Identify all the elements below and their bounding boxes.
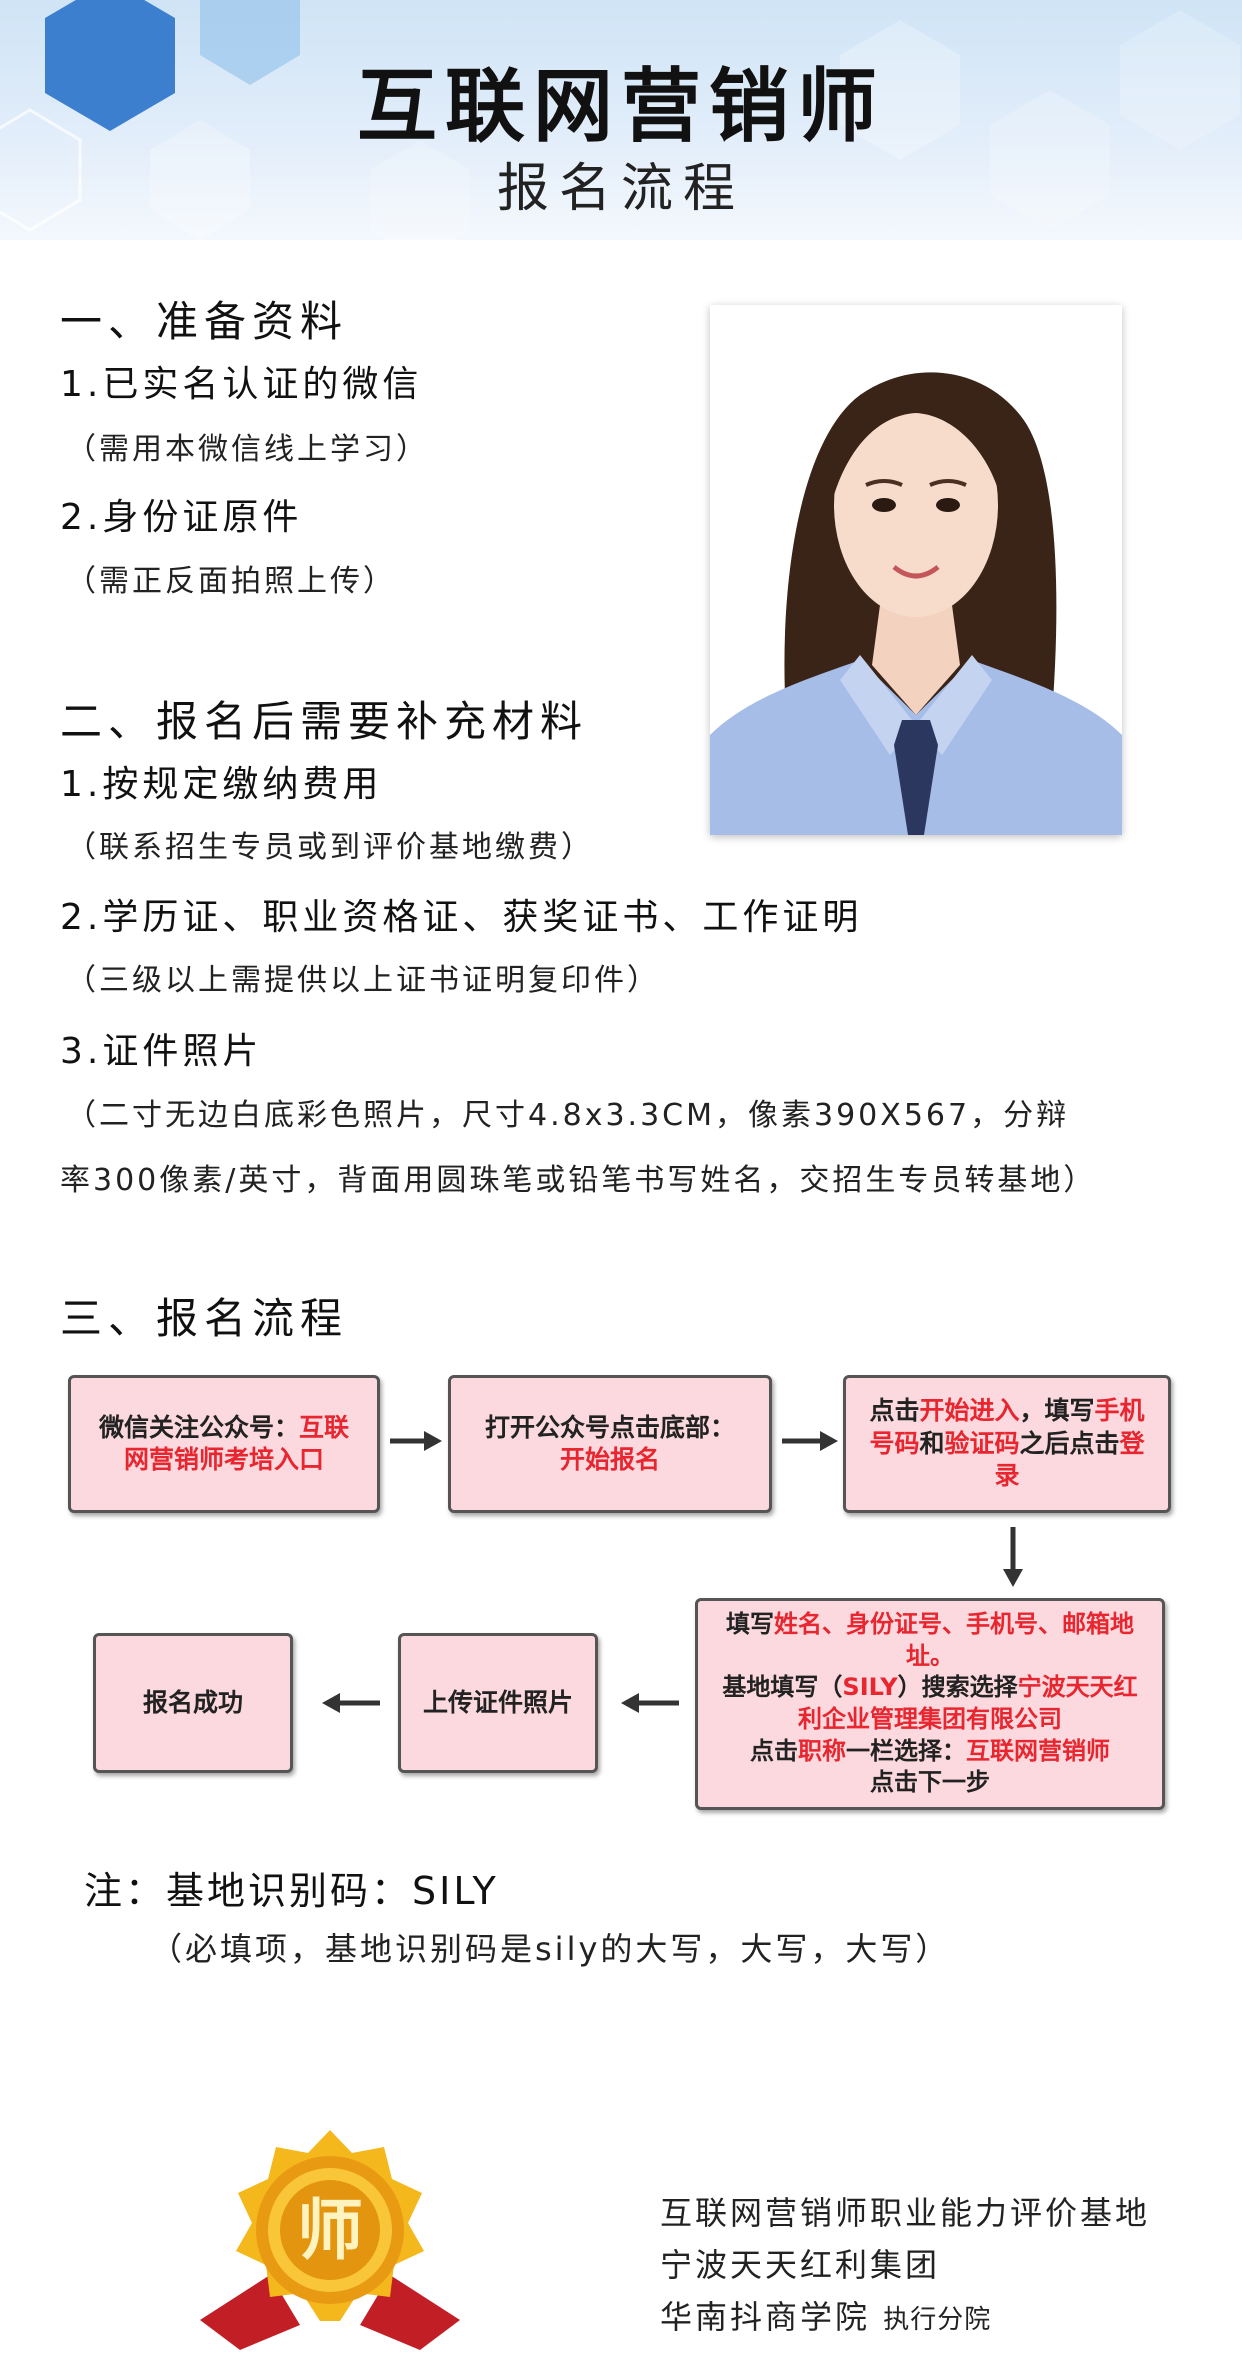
flow-step-4-l2d: 宁波天天红利企业管理集团有限公司	[798, 1673, 1138, 1733]
flow-step-3-t5: 和	[919, 1428, 945, 1458]
footer-line-3: 华南抖商学院 执行分院	[660, 2292, 991, 2338]
flow-step-2-text: 打开公众号点击底部：	[484, 1412, 735, 1442]
section3-heading: 三、报名流程	[60, 1294, 349, 1343]
flow-step-4-l3b: 职称	[798, 1736, 846, 1765]
flow-step-3-t2: 开始进入	[919, 1396, 1020, 1426]
section2-item2-note: （三级以上需提供以上证书证明复印件）	[66, 963, 660, 998]
section1-heading: 一、准备资料	[60, 297, 349, 346]
flow-step-3-t4: 手机号码	[869, 1396, 1145, 1458]
flow-step-4-l3d: 互联网营销师	[966, 1736, 1110, 1765]
flow-step-3-t6: 验证码	[944, 1428, 1020, 1458]
section2-item1: 1.按规定缴纳费用	[60, 764, 383, 805]
page-subtitle: 报名流程	[496, 159, 745, 219]
flow-step-4-l4: 点击下一步	[870, 1768, 990, 1797]
flow-step-4-l1a: 填写	[726, 1609, 774, 1638]
flow-step-2: 打开公众号点击底部： 开始报名	[448, 1375, 772, 1513]
flow-step-4-l2c: ）搜索选择	[897, 1673, 1018, 1702]
badge-char: 师	[297, 2192, 363, 2269]
flow-step-3-t8: 登录	[994, 1428, 1145, 1491]
header-banner: 互联网营销师 报名流程	[0, 0, 1242, 240]
flow-step-4: 填写姓名、身份证号、手机号、邮箱地址。 基地填写（SILY）搜索选择宁波天天红利…	[695, 1598, 1165, 1810]
section1-item1-note: （需用本微信线上学习）	[66, 432, 429, 467]
arrow-right-icon	[782, 1431, 838, 1451]
arrow-down-icon	[1003, 1527, 1023, 1587]
flow-step-6-text: 报名成功	[142, 1687, 243, 1717]
gold-medal-icon: 师	[200, 2130, 460, 2350]
section2-item3-note-line2: 率300像素/英寸，背面用圆珠笔或铅笔书写姓名，交招生专员转基地）	[60, 1163, 1097, 1198]
base-code-note: 注：基地识别码：SILY	[84, 1869, 499, 1913]
flow-step-1-highlight: 互联网营销师考培入口	[123, 1412, 350, 1475]
section1-item2: 2.身份证原件	[60, 497, 303, 538]
arrow-left-icon	[322, 1693, 380, 1713]
flow-step-6: 报名成功	[93, 1633, 293, 1773]
flow-step-4-l3c: 一栏选择：	[846, 1736, 966, 1765]
section2-item1-note: （联系招生专员或到评价基地缴费）	[66, 830, 594, 865]
flow-step-1-text: 微信关注公众号：	[98, 1412, 299, 1442]
flow-step-4-l2a: 基地填写（	[722, 1673, 843, 1702]
page-title: 互联网营销师	[357, 60, 885, 153]
arrow-left-icon	[621, 1693, 679, 1713]
footer-line-1: 互联网营销师职业能力评价基地	[660, 2194, 1151, 2232]
footer-line-3-small: 执行分院	[883, 2305, 992, 2335]
section2-heading: 二、报名后需要补充材料	[60, 697, 589, 746]
footer-line-3-main: 华南抖商学院	[660, 2298, 871, 2336]
flow-step-4-l3a: 点击	[750, 1736, 798, 1765]
flow-step-3-t3: ，填写	[1019, 1396, 1095, 1426]
footer-line-2: 宁波天天红利集团	[660, 2246, 941, 2284]
id-photo	[710, 305, 1122, 835]
portrait-illustration	[710, 305, 1122, 835]
flow-step-1: 微信关注公众号：互联网营销师考培入口	[68, 1375, 380, 1513]
flow-step-5: 上传证件照片	[398, 1633, 598, 1773]
flow-step-2-highlight: 开始报名	[559, 1445, 660, 1474]
section1-item2-note: （需正反面拍照上传）	[66, 564, 396, 599]
flow-step-4-l2b: SILY	[842, 1673, 898, 1702]
flow-step-3-t7: 之后点击	[1019, 1428, 1120, 1458]
flow-step-5-text: 上传证件照片	[422, 1687, 573, 1717]
flow-step-4-l1b: 姓名、身份证号、手机号、邮箱地址。	[774, 1609, 1134, 1670]
flow-step-3: 点击开始进入，填写手机号码和验证码之后点击登录	[843, 1375, 1171, 1513]
base-code-subnote: （必填项，基地识别码是sily的大写，大写，大写）	[150, 1930, 951, 1968]
flow-step-3-t1: 点击	[869, 1396, 920, 1426]
section2-item2: 2.学历证、职业资格证、获奖证书、工作证明	[60, 897, 863, 938]
section2-item3-note-line1: （二寸无边白底彩色照片，尺寸4.8x3.3CM，像素390X567，分辩	[66, 1098, 1070, 1133]
section1-item1: 1.已实名认证的微信	[60, 364, 423, 405]
section2-item3: 3.证件照片	[60, 1031, 263, 1072]
hexagon-pattern	[0, 0, 1240, 240]
arrow-right-icon	[390, 1431, 442, 1451]
